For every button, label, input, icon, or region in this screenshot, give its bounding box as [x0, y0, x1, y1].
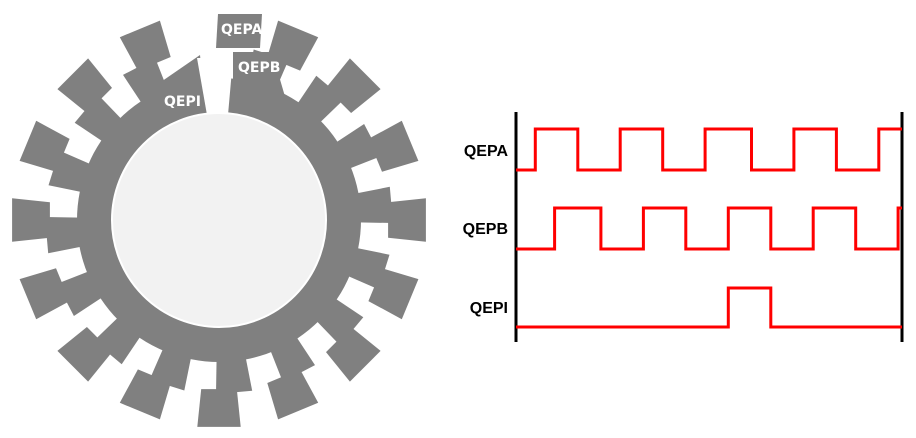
tooth-outer-block: [368, 268, 419, 320]
waveform-qepb: [516, 206, 902, 251]
tooth-outer-block: [119, 20, 171, 71]
tooth-outer-block: [326, 58, 381, 113]
tooth-outer-block: [368, 120, 419, 172]
signal-label-qepa: QEPA: [464, 143, 509, 160]
encoder-hub: [111, 112, 327, 328]
tooth-inner-block: [354, 186, 393, 223]
disk-label-qepb: QEPB: [238, 60, 280, 76]
tooth-outer-block: [57, 58, 112, 113]
tooth-outer-block: [19, 120, 70, 172]
disk-label-qepa: QEPA: [221, 22, 262, 38]
disk-label-qepi: QEPI: [164, 94, 201, 110]
signal-label-qepb: QEPB: [463, 221, 508, 238]
tooth-inner-block: [45, 217, 84, 254]
tooth-outer-block: [119, 369, 171, 420]
tooth-inner-block: [216, 355, 253, 394]
encoder-disk: QEPA QEPB QEPI: [12, 14, 426, 427]
tooth-outer-block: [388, 198, 426, 242]
tooth-outer-block: [326, 327, 381, 382]
encoder-teeth: [12, 14, 426, 427]
tooth-outer-block: [267, 20, 319, 71]
waveform-qepa: [516, 127, 902, 172]
tooth-outer-block: [57, 327, 112, 382]
tooth-outer-block: [197, 389, 241, 427]
tooth-outer-block: [12, 198, 50, 242]
signal-label-qepi: QEPI: [470, 300, 508, 317]
waveform-qepi: [516, 286, 902, 329]
tooth-outer-block: [19, 268, 70, 320]
index-slit: [197, 58, 233, 115]
tooth-qepa-block: [216, 14, 262, 48]
tooth-outer-block: [267, 369, 319, 420]
